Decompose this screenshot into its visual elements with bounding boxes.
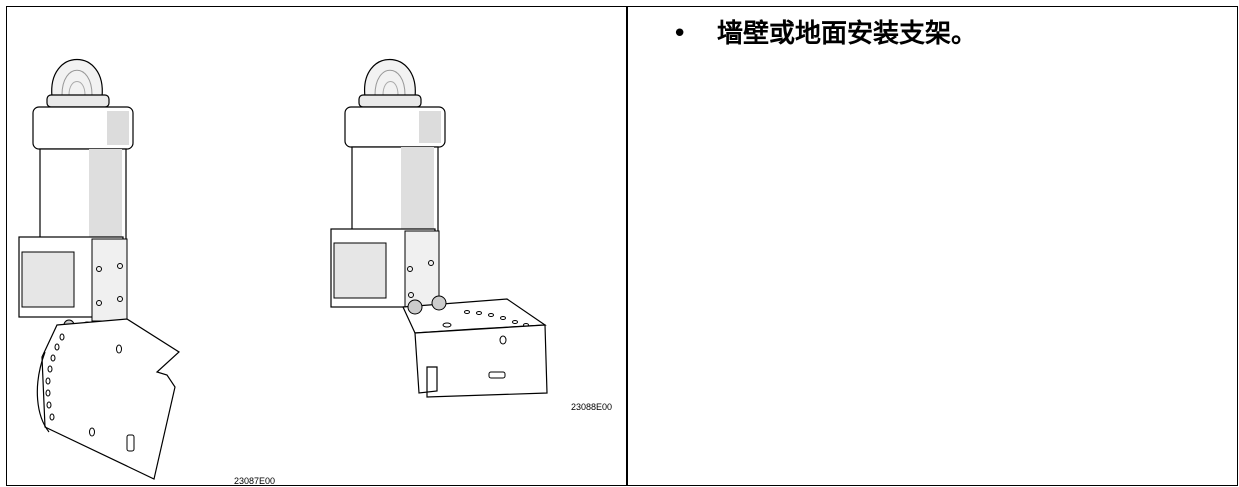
wall-mount-beacon-illustration [18, 59, 180, 480]
figure-area: 23087E00 23088E00 [7, 7, 626, 486]
table-frame [6, 6, 1238, 486]
floor-mount-beacon-illustration [330, 59, 548, 398]
description-text: 墙壁或地面安装支架。 [717, 19, 978, 49]
description-list-item: • 墙壁或地面安装支架。 [640, 14, 1230, 54]
description-column: • 墙壁或地面安装支架。 [640, 14, 1230, 54]
column-divider [626, 6, 628, 486]
bullet-icon: • [672, 19, 688, 49]
figure-code-right: 23088E00 [571, 402, 613, 412]
figure-code-left: 23087E00 [234, 476, 276, 486]
